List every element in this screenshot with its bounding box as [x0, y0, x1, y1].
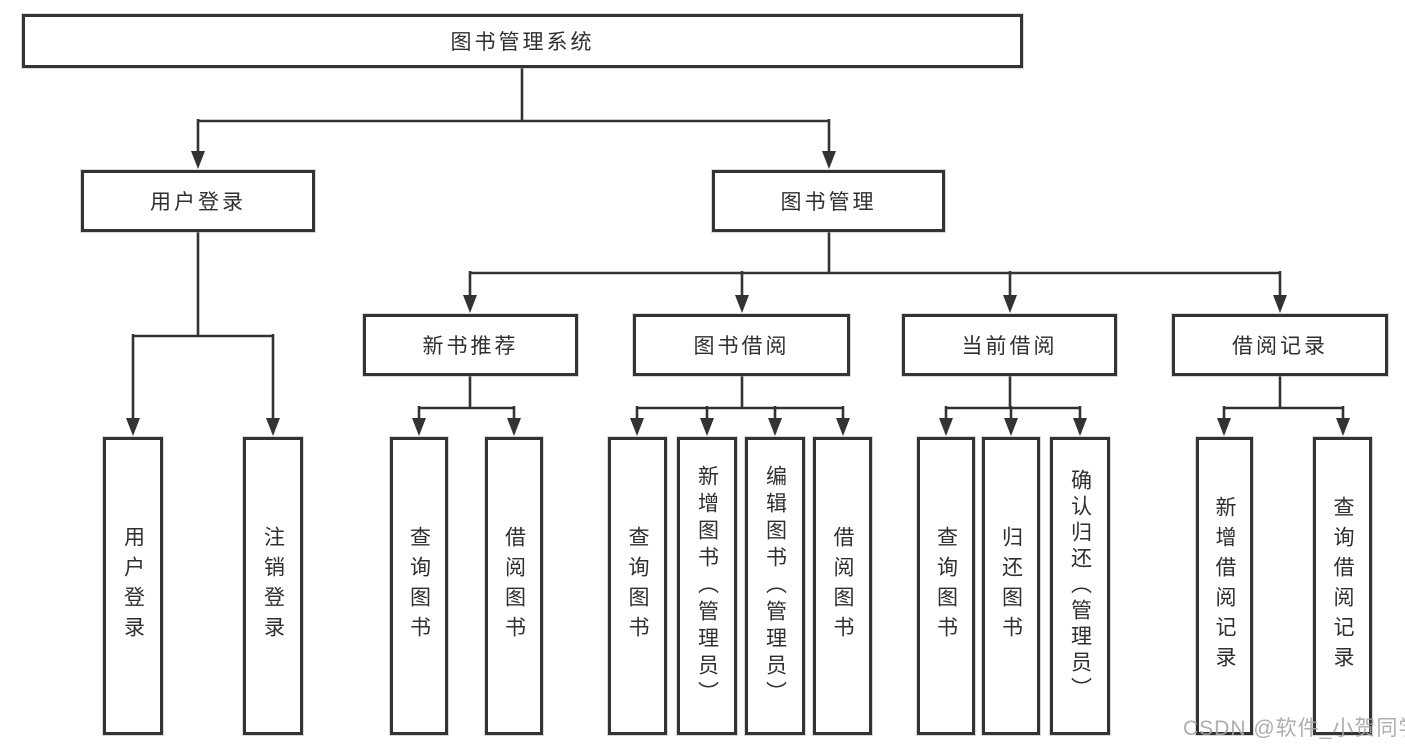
- node-borrow-records: 借阅记录: [1172, 314, 1388, 376]
- leaf-records-query-record-label: 查询借阅记录: [1331, 496, 1354, 676]
- leaf-recommend-borrow-book: 借阅图书: [485, 437, 543, 735]
- leaf-borrowing-edit-book-admin-label: 编辑图书（管理员）: [763, 464, 787, 708]
- leaf-recommend-query-book: 查询图书: [390, 437, 448, 735]
- node-new-book-recommend: 新书推荐: [363, 314, 578, 376]
- leaf-records-add-record-label: 新增借阅记录: [1213, 496, 1236, 676]
- leaf-current-return-book-label: 归还图书: [999, 526, 1023, 646]
- node-borrow-records-label: 借阅记录: [1232, 335, 1328, 358]
- leaf-current-confirm-return-admin: 确认归还（管理员）: [1050, 437, 1110, 735]
- leaf-logout-label: 注销登录: [261, 526, 285, 646]
- leaf-user-login: 用户登录: [103, 437, 163, 735]
- leaf-records-query-record: 查询借阅记录: [1313, 437, 1372, 735]
- leaf-current-confirm-return-admin-label: 确认归还（管理员）: [1068, 469, 1092, 703]
- leaf-borrowing-query-book: 查询图书: [608, 437, 667, 735]
- leaf-borrowing-borrow-book-label: 借阅图书: [831, 526, 854, 646]
- leaf-records-add-record: 新增借阅记录: [1196, 437, 1253, 735]
- leaf-borrowing-query-book-label: 查询图书: [626, 526, 649, 646]
- node-book-management: 图书管理: [712, 170, 945, 232]
- leaf-current-return-book: 归还图书: [982, 437, 1040, 735]
- leaf-recommend-query-book-label: 查询图书: [407, 526, 431, 646]
- leaf-user-login-label: 用户登录: [121, 526, 145, 646]
- leaf-borrowing-borrow-book: 借阅图书: [813, 437, 872, 735]
- leaf-recommend-borrow-book-label: 借阅图书: [502, 526, 526, 646]
- leaf-current-query-book: 查询图书: [917, 437, 975, 735]
- node-root-system: 图书管理系统: [22, 14, 1023, 68]
- node-root-system-label: 图书管理系统: [450, 31, 595, 54]
- leaf-current-query-book-label: 查询图书: [934, 526, 958, 646]
- node-book-borrowing: 图书借阅: [633, 314, 850, 376]
- csdn-watermark: CSDN @软件_小贺同学: [1183, 717, 1405, 740]
- leaf-borrowing-edit-book-admin: 编辑图书（管理员）: [745, 437, 805, 735]
- node-user-login-label: 用户登录: [150, 191, 246, 214]
- node-book-management-label: 图书管理: [780, 191, 877, 214]
- node-current-borrowing: 当前借阅: [902, 314, 1117, 376]
- leaf-borrowing-add-book-admin: 新增图书（管理员）: [677, 437, 737, 735]
- leaf-logout: 注销登录: [243, 437, 303, 735]
- leaf-borrowing-add-book-admin-label: 新增图书（管理员）: [695, 464, 719, 708]
- node-user-login: 用户登录: [81, 170, 315, 232]
- node-book-borrowing-label: 图书借阅: [693, 335, 790, 358]
- node-current-borrowing-label: 当前借阅: [961, 335, 1058, 358]
- node-new-book-recommend-label: 新书推荐: [422, 335, 519, 358]
